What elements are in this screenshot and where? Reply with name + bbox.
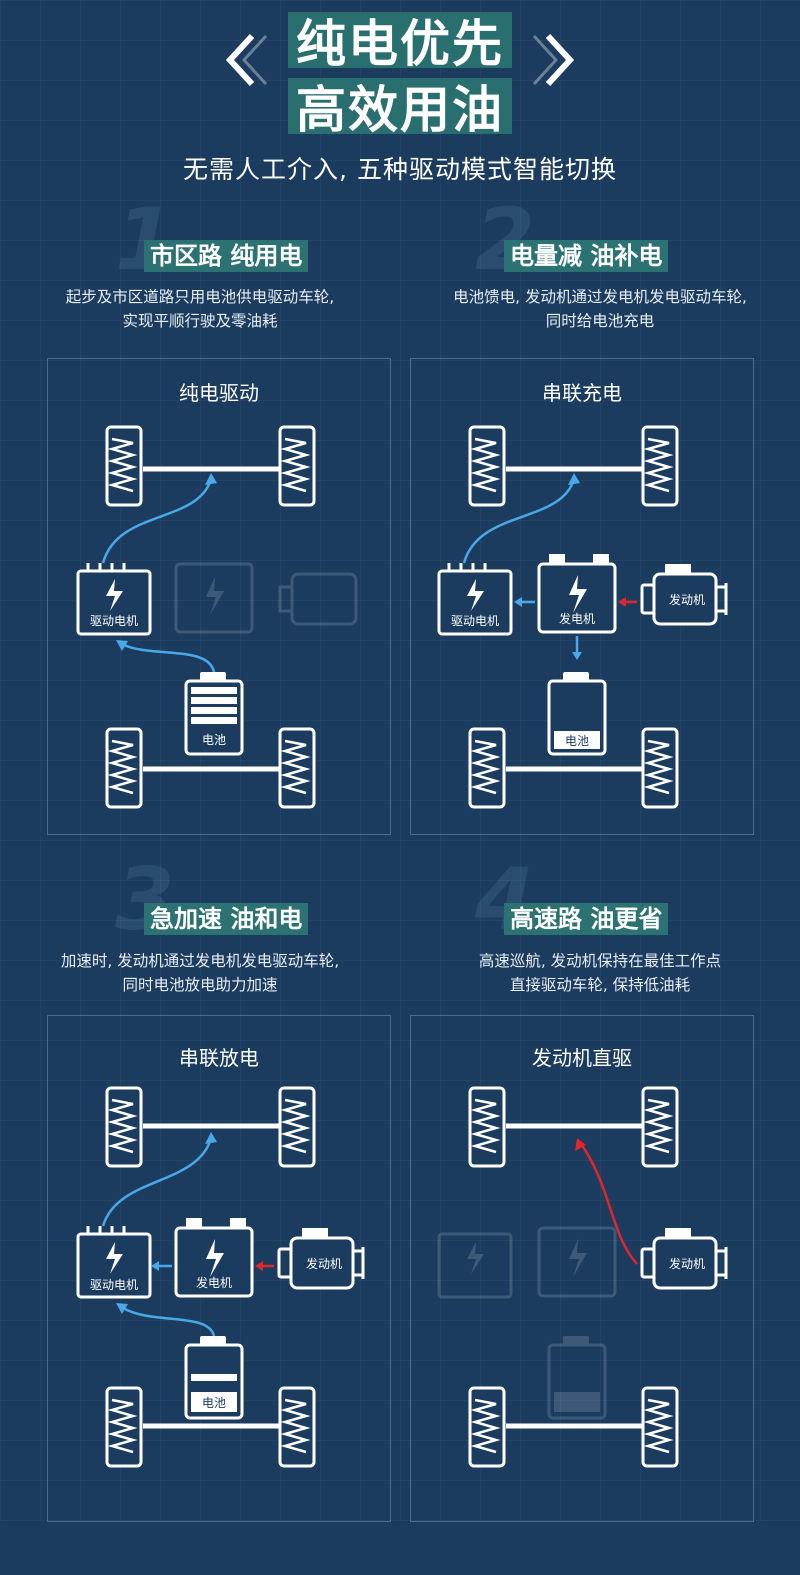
engine: 发动机 xyxy=(277,1228,365,1290)
flow-arrowhead xyxy=(205,1132,217,1144)
battery: 电池 xyxy=(547,672,607,756)
diagram: 驱动电机 电池 xyxy=(76,425,358,809)
section-number: 3 xyxy=(115,850,175,950)
section-3: 3 急加速 油和电 加速时, 发动机通过发电机发电驱动车轮, 同时电池放电助力加… xyxy=(0,850,400,1575)
header: 纯电优先 高效用油 xyxy=(0,0,800,150)
section-heading: 高速路 油更省 xyxy=(504,903,669,935)
flow-arrowhead xyxy=(572,652,582,660)
section-desc-line-2: 实现平顺行驶及零油耗 xyxy=(122,312,278,330)
drive-motor: 驱动电机 xyxy=(76,1226,152,1299)
flow-battery-to-motor xyxy=(119,1304,216,1337)
section-desc-line-1: 起步及市区道路只用电池供电驱动车轮, xyxy=(65,288,335,306)
generator-label: 发电机 xyxy=(559,611,595,626)
diagram-panel: 串联充电 驱动电 xyxy=(410,358,754,835)
generator-label: 发电机 xyxy=(196,1275,232,1290)
battery-label: 电池 xyxy=(202,1396,226,1410)
section-number: 4 xyxy=(475,850,535,950)
front-axle xyxy=(468,425,679,507)
section-desc-line-2: 同时电池放电助力加速 xyxy=(122,976,278,994)
diagram-panel: 纯电驱动 xyxy=(47,358,391,835)
generator: 发电机 xyxy=(174,1218,254,1298)
section-2: 2 电量减 油补电 电池馈电, 发动机通过发电机发电驱动车轮, 同时给电池充电 … xyxy=(400,190,800,915)
flow-motor-to-wheels xyxy=(101,478,213,564)
diagram: 驱动电机 发电机 发动机 xyxy=(76,1086,365,1468)
engine: 发动机 xyxy=(640,1228,728,1290)
generator: 发电机 xyxy=(537,554,617,634)
flow-motor-to-wheels xyxy=(462,478,576,564)
flow-arrowhead xyxy=(205,473,217,485)
engine-label: 发动机 xyxy=(669,1256,705,1271)
section-desc-line-1: 电池馈电, 发动机通过发电机发电驱动车轮, xyxy=(453,288,747,306)
engine-label: 发动机 xyxy=(306,1256,342,1271)
battery-label: 电池 xyxy=(202,733,226,747)
section-4: 4 高速路 油更省 高速巡航, 发动机保持在最佳工作点 直接驱动车轮, 保持低油… xyxy=(400,850,800,1575)
flow-arrowhead xyxy=(514,597,522,607)
flow-arrowhead xyxy=(575,1138,586,1151)
diagram-panel: 发动机直驱 xyxy=(410,1015,754,1522)
rear-axle xyxy=(105,1386,316,1468)
drive-motor: 驱动电机 xyxy=(437,563,513,636)
flow-engine-to-wheels xyxy=(579,1143,638,1265)
battery-label: 电池 xyxy=(565,734,589,748)
chevron-left-icon xyxy=(225,33,268,87)
battery: 电池 xyxy=(184,672,244,756)
flow-arrowhead xyxy=(568,473,580,485)
section-desc-line-2: 直接驱动车轮, 保持低油耗 xyxy=(509,976,691,994)
flow-battery-to-motor xyxy=(119,641,216,673)
engine: 发动机 xyxy=(640,564,728,626)
diagram: 驱动电机 发电机 发动机 xyxy=(437,425,728,809)
flow-arrowhead xyxy=(116,640,128,651)
flow-arrowhead xyxy=(618,597,626,607)
flow-arrowhead xyxy=(255,1261,263,1271)
inactive-drive-motor xyxy=(437,1232,513,1299)
inactive-generator xyxy=(537,1226,617,1298)
section-desc-line-1: 高速巡航, 发动机保持在最佳工作点 xyxy=(478,952,722,970)
diagram: 发动机 xyxy=(437,1086,728,1468)
inactive-engine xyxy=(278,572,358,626)
panel-title: 纯电驱动 xyxy=(179,381,259,405)
inactive-generator xyxy=(174,562,254,634)
rear-axle xyxy=(105,727,316,809)
engine-label: 发动机 xyxy=(669,592,705,607)
panel-title: 串联充电 xyxy=(542,381,622,405)
title-line-2: 高效用油 xyxy=(288,78,512,139)
panel-title: 发动机直驱 xyxy=(532,1046,632,1070)
panel-title: 串联放电 xyxy=(179,1046,259,1070)
battery: 电池 xyxy=(184,1336,244,1420)
front-axle xyxy=(105,1086,316,1168)
diagram-panel: 串联放电 驱动电 xyxy=(47,1015,391,1522)
drive-motor-label: 驱动电机 xyxy=(90,614,138,628)
drive-motor-label: 驱动电机 xyxy=(90,1278,138,1292)
section-heading: 电量减 油补电 xyxy=(504,240,669,272)
drive-motor-label: 驱动电机 xyxy=(451,614,499,628)
front-axle xyxy=(105,425,316,507)
section-desc-line-2: 同时给电池充电 xyxy=(545,312,655,330)
inactive-battery xyxy=(547,1336,607,1420)
rear-axle xyxy=(468,1386,679,1468)
section-desc-line-1: 加速时, 发动机通过发电机发电驱动车轮, xyxy=(60,952,340,970)
drive-motor: 驱动电机 xyxy=(76,563,152,636)
subtitle: 无需人工介入, 五种驱动模式智能切换 xyxy=(183,155,617,184)
front-axle xyxy=(468,1086,679,1168)
chevron-right-icon xyxy=(532,33,575,87)
flow-arrowhead xyxy=(116,1303,128,1314)
title-line-1: 纯电优先 xyxy=(288,12,512,73)
section-heading: 市区路 纯用电 xyxy=(144,240,309,272)
flow-arrowhead xyxy=(151,1261,159,1271)
rear-axle xyxy=(468,727,679,809)
section-1: 1 市区路 纯用电 起步及市区道路只用电池供电驱动车轮, 实现平顺行驶及零油耗 … xyxy=(0,190,400,915)
flow-motor-to-wheels xyxy=(101,1137,213,1227)
section-heading: 急加速 油和电 xyxy=(144,903,309,935)
